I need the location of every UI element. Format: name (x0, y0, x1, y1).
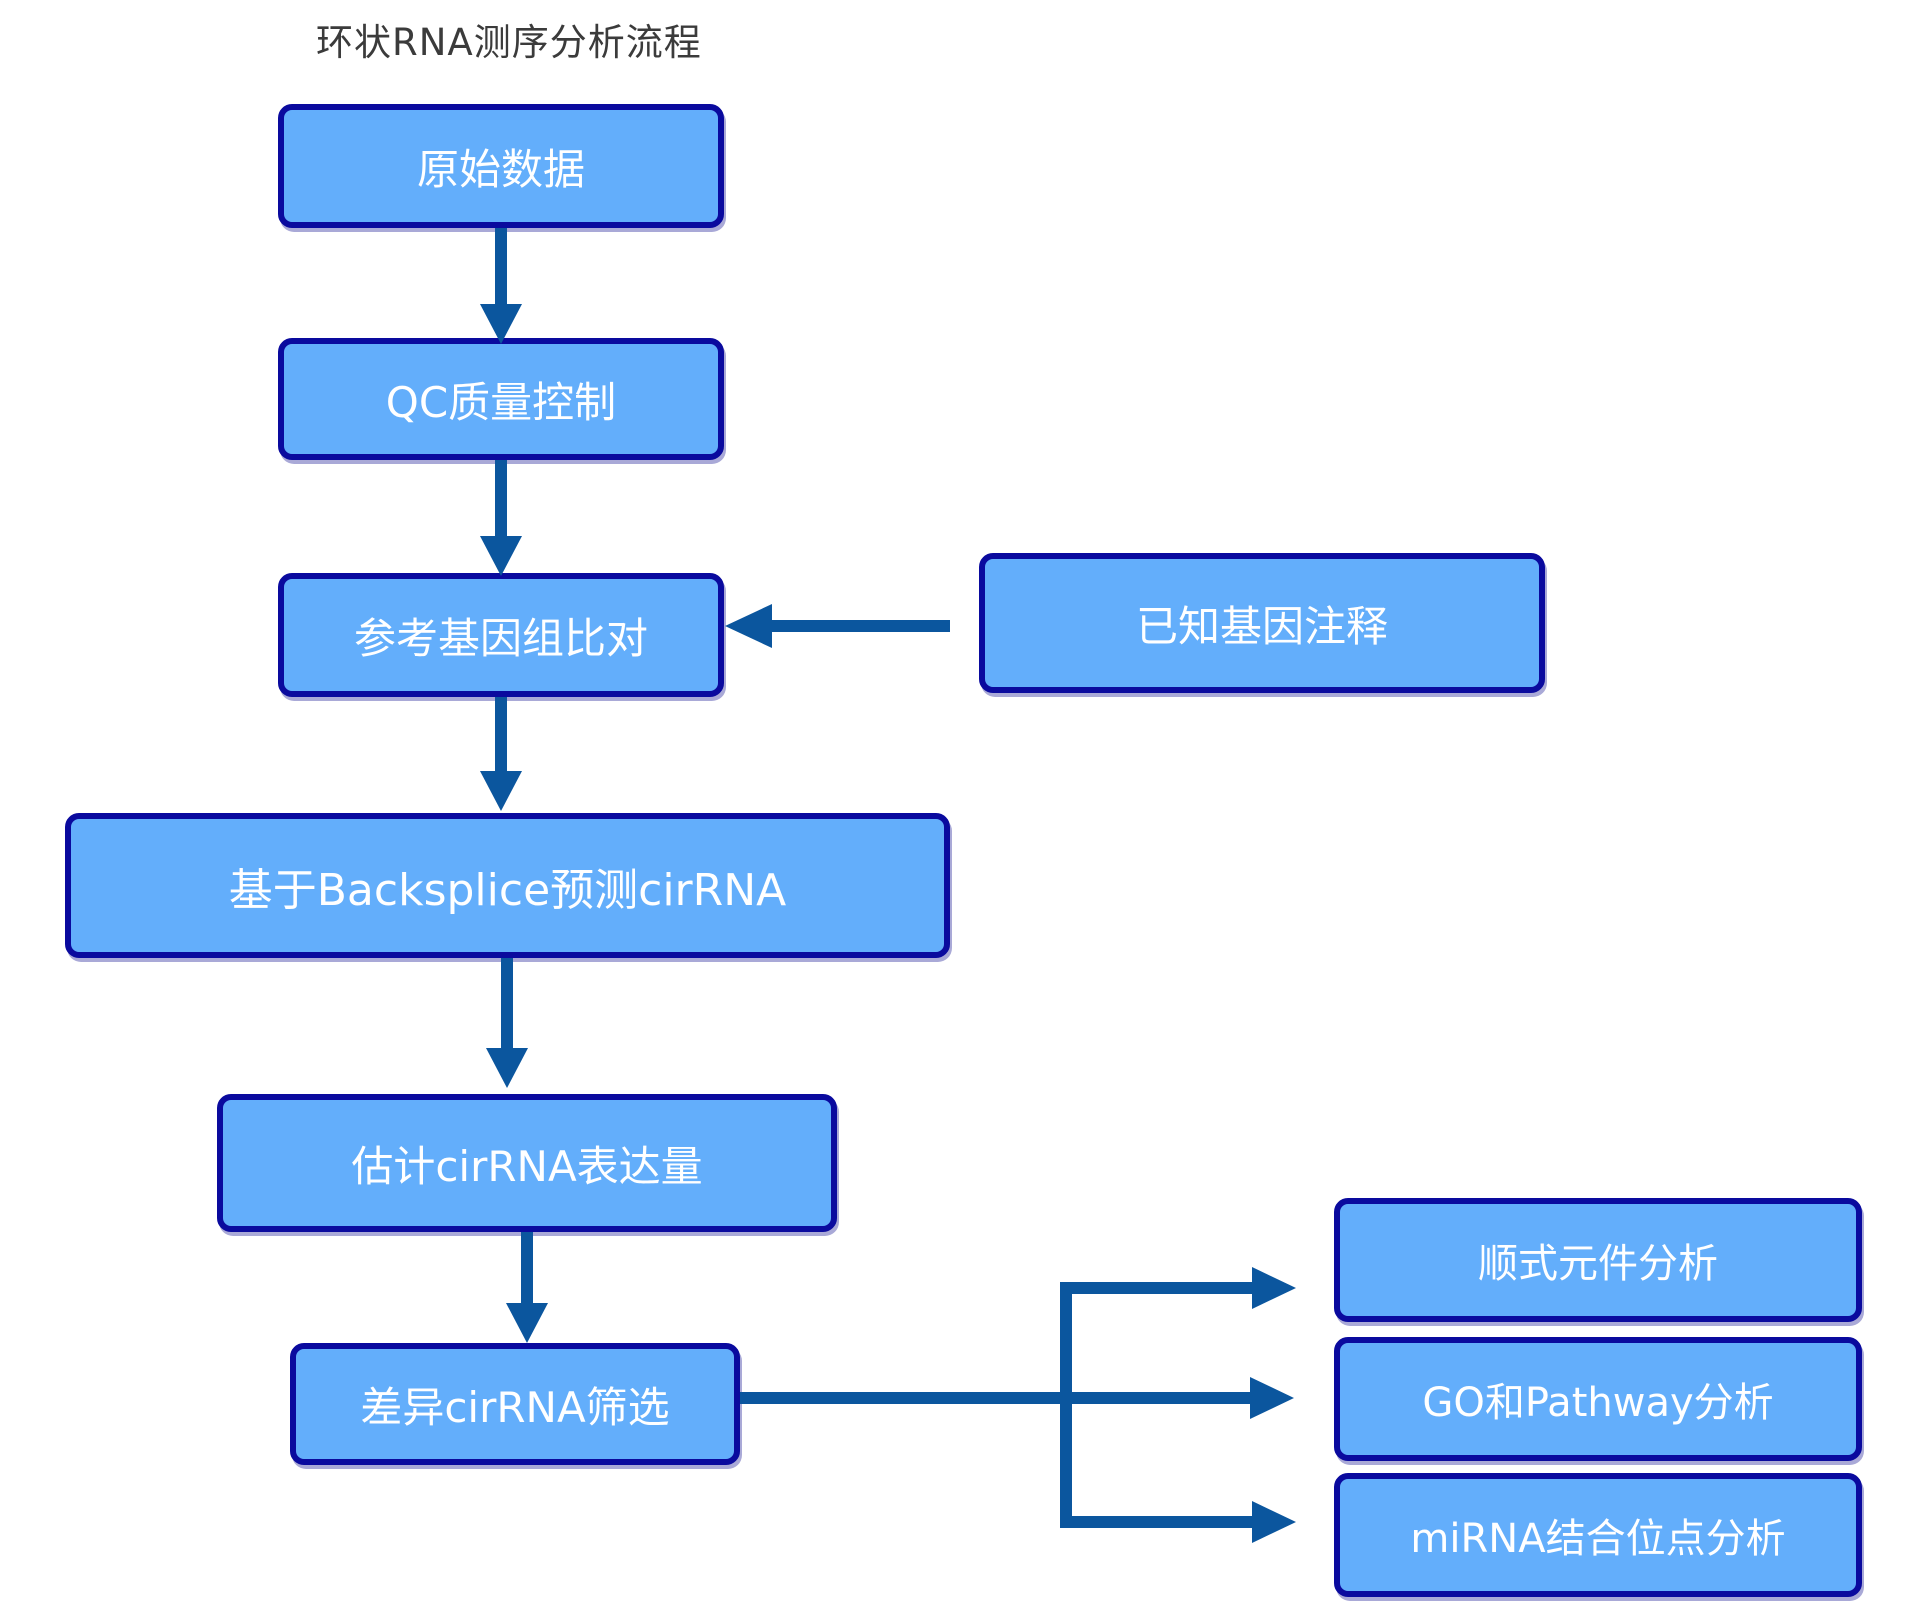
node-alignment: 参考基因组比对 (278, 573, 724, 697)
edge-diff-to-mirna-stem (1060, 1516, 1252, 1528)
node-mirna-binding: miRNA结合位点分析 (1334, 1473, 1862, 1597)
node-backsplice: 基于Backsplice预测cirRNA (65, 813, 950, 958)
edge-alignment-to-backsplice-arrowhead-icon (480, 771, 522, 811)
edge-diff-to-cis-arrowhead-icon (1252, 1267, 1296, 1309)
node-backsplice-label: 基于Backsplice预测cirRNA (228, 864, 787, 916)
edge-diff-branch-vertical-stem (1060, 1282, 1072, 1528)
node-mirna-binding-label: miRNA结合位点分析 (1410, 1516, 1786, 1562)
edge-expression-to-diff-arrowhead-icon (506, 1303, 548, 1343)
node-cis-analysis-label: 顺式元件分析 (1478, 1241, 1718, 1287)
edge-diff-to-mirna-arrowhead-icon (1252, 1501, 1296, 1543)
edge-diff-to-go-stem (1072, 1392, 1250, 1404)
node-go-pathway: GO和Pathway分析 (1334, 1337, 1862, 1461)
node-qc-label: QC质量控制 (385, 377, 617, 427)
node-go-pathway-label: GO和Pathway分析 (1422, 1380, 1774, 1426)
edge-alignment-to-backsplice-stem (495, 697, 507, 773)
node-raw-data: 原始数据 (278, 104, 724, 228)
edge-raw-to-qc-arrowhead-icon (480, 304, 522, 344)
node-annotation: 已知基因注释 (979, 553, 1545, 693)
node-annotation-label: 已知基因注释 (1135, 601, 1388, 651)
node-diff-label: 差异cirRNA筛选 (360, 1382, 670, 1432)
edge-qc-to-alignment-arrowhead-icon (480, 536, 522, 576)
edge-backsplice-to-expression-arrowhead-icon (486, 1048, 528, 1088)
node-qc: QC质量控制 (278, 338, 724, 460)
node-raw-data-label: 原始数据 (416, 144, 585, 194)
edge-expression-to-diff-stem (521, 1232, 533, 1305)
node-diff: 差异cirRNA筛选 (290, 1343, 740, 1465)
edge-diff-to-cis-stem (1060, 1282, 1252, 1294)
node-expression-label: 估计cirRNA表达量 (351, 1141, 703, 1191)
edge-backsplice-to-expression-stem (501, 958, 513, 1050)
node-expression: 估计cirRNA表达量 (217, 1094, 837, 1232)
edge-annotation-to-alignment-stem (770, 620, 950, 632)
diagram-title: 环状RNA测序分析流程 (316, 21, 702, 64)
node-alignment-label: 参考基因组比对 (353, 613, 648, 663)
edge-raw-to-qc-stem (495, 228, 507, 306)
edge-annotation-to-alignment-arrowhead-icon (725, 604, 772, 648)
edge-diff-to-go-arrowhead-icon (1250, 1377, 1294, 1419)
edge-diff-branch-main-stem (740, 1392, 1072, 1404)
edge-qc-to-alignment-stem (495, 460, 507, 538)
node-cis-analysis: 顺式元件分析 (1334, 1198, 1862, 1322)
